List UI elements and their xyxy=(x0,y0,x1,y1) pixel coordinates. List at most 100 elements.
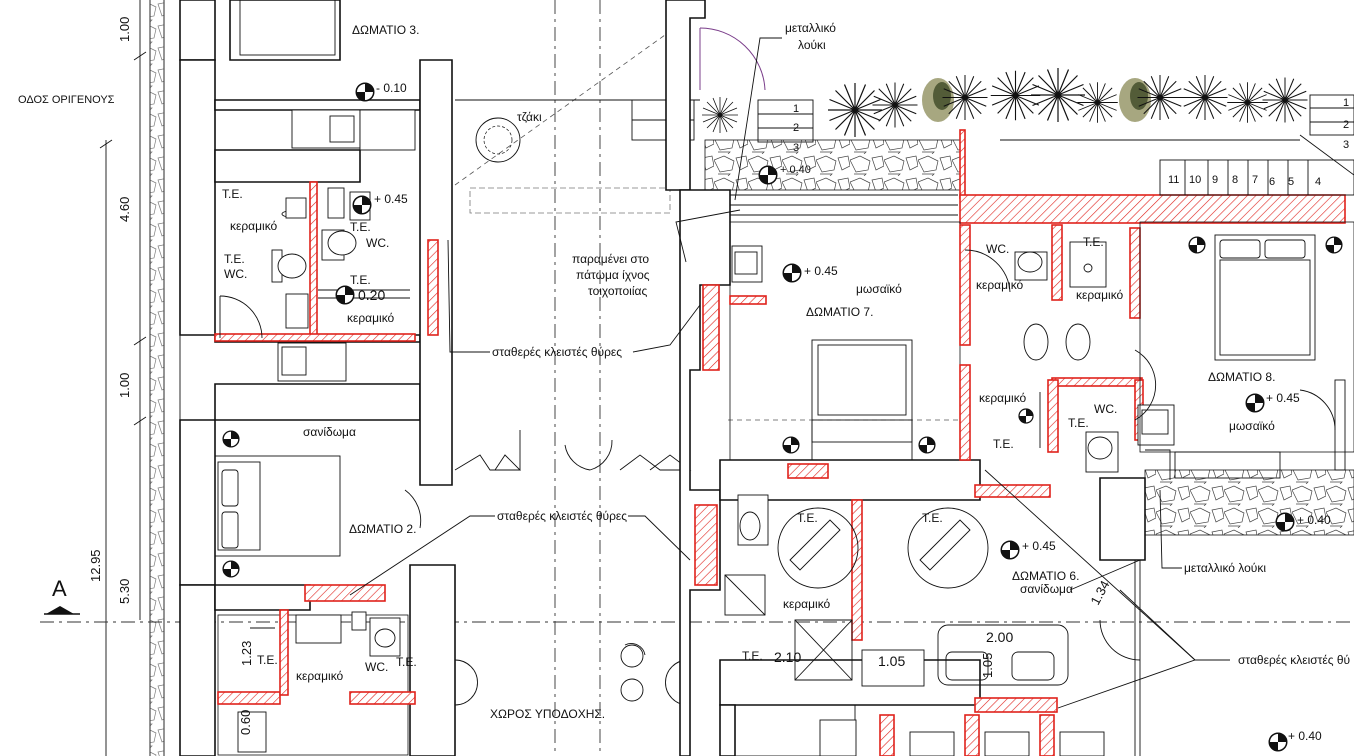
walls-center xyxy=(665,0,981,756)
section-label-a: A xyxy=(52,576,67,601)
room-6-floor-label: σανίδωμα xyxy=(1020,582,1073,596)
bath-ceramic-label-5: κεραμικό xyxy=(1076,288,1124,302)
wall-trace-note-3: τοιχοποιίας xyxy=(588,284,647,298)
patio-area xyxy=(454,9,701,214)
stairs-right xyxy=(1159,94,1354,196)
dim-te-2-10-te: Τ.Ε. xyxy=(742,649,763,663)
bath-te-label: Τ.Ε. xyxy=(222,187,243,201)
bath-te-label-6: Τ.Ε. xyxy=(396,655,417,669)
stair-step: 11 xyxy=(1168,174,1179,186)
bath-wc-label-2: WC. xyxy=(224,267,247,281)
bath-te-label-9: Τ.Ε. xyxy=(993,437,1014,451)
stair-step: 1 xyxy=(793,103,799,115)
wall-trace-note-2: πάτωμα ίχνος xyxy=(576,268,650,282)
bath-te-label-2: Τ.Ε. xyxy=(350,220,371,234)
room-6-ceramic-label: κεραμικό xyxy=(783,597,831,611)
room-2-floor-label: σανίδωμα xyxy=(303,425,356,439)
reception-arches xyxy=(454,643,689,706)
stair-step: 6 xyxy=(1269,176,1275,188)
room-8-floor-label: μωσαϊκό xyxy=(1229,419,1275,433)
bath-te-label-5: Τ.Ε. xyxy=(257,653,278,667)
level-marker xyxy=(782,263,802,283)
fixed-doors-label-3: σταθερές κλειστές θύ xyxy=(1238,653,1350,667)
level-045-room8: + 0.45 xyxy=(1266,391,1300,405)
dim-2-10: 2.10 xyxy=(774,649,801,665)
level-040-c: + 0.40 xyxy=(1288,729,1322,743)
level-045-room7: + 0.45 xyxy=(804,264,838,278)
bath-wc-label: WC. xyxy=(366,236,389,250)
bath-ceramic-label-3: κεραμικό xyxy=(296,669,344,683)
metal-gutter-label-full: μεταλλικό λούκι xyxy=(1184,561,1266,575)
stair-step: 4 xyxy=(1315,176,1321,188)
stair-step: 2 xyxy=(793,122,799,134)
bath-wc-label-3: WC. xyxy=(365,660,388,674)
level-marker xyxy=(1000,540,1020,560)
room-2-furniture xyxy=(214,430,422,602)
room-7-floor-label: μωσαϊκό xyxy=(856,282,902,296)
bath-ceramic-label-6: κεραμικό xyxy=(979,391,1027,405)
section-marker-a xyxy=(40,606,1354,623)
level-045-bath: + 0.45 xyxy=(374,192,408,206)
dim-4-60: 4.60 xyxy=(117,197,132,222)
dim-5-30: 5.30 xyxy=(117,579,132,604)
level-040-b: + 0.40 xyxy=(1297,513,1331,527)
stair-step: 1 xyxy=(1343,97,1349,109)
stair-step: 8 xyxy=(1232,174,1238,186)
level-marker xyxy=(355,82,375,102)
bath-wc-label-5: WC. xyxy=(1094,402,1117,416)
dim-12-95: 12.95 xyxy=(88,549,103,582)
level-marker xyxy=(335,285,355,305)
room-6-label: ΔΩΜΑΤΙΟ 6. xyxy=(1012,569,1079,583)
level-020: 0.20 xyxy=(358,287,385,303)
stairs-left xyxy=(757,99,814,143)
bath-te-label-4: Τ.Ε. xyxy=(350,273,371,287)
street-edge xyxy=(149,0,181,756)
stair-step: 7 xyxy=(1252,174,1258,186)
central-fixed-doors xyxy=(454,430,692,471)
level-marker xyxy=(758,165,778,185)
room-8 xyxy=(1139,221,1354,536)
dim-1-05-v: 1.05 xyxy=(980,653,995,678)
fixed-doors-label-2: σταθερές κλειστές θύρες xyxy=(497,509,627,523)
room-7 xyxy=(702,221,971,479)
metal-gutter-label: μεταλλικό xyxy=(785,21,836,35)
bathroom-left-bottom xyxy=(217,609,416,756)
room-3-label: ΔΩΜΑΤΙΟ 3. xyxy=(352,23,419,37)
reception-label: ΧΩΡΟΣ ΥΠΟΔΟΧΗΣ. xyxy=(490,707,605,721)
level-040-a: + 0.40 xyxy=(780,164,811,176)
stair-step: 3 xyxy=(793,142,799,154)
level-marker xyxy=(1268,732,1288,752)
room-7-label: ΔΩΜΑΤΙΟ 7. xyxy=(806,305,873,319)
dim-1-00-mid: 1.00 xyxy=(117,373,132,398)
stair-step: 10 xyxy=(1189,174,1201,186)
level-marker xyxy=(1245,393,1265,413)
stair-step: 2 xyxy=(1343,119,1349,131)
bottom-row xyxy=(734,704,1105,756)
level-m010: - 0.10 xyxy=(376,81,407,95)
dim-1-00-top: 1.00 xyxy=(117,17,132,42)
leader-lines xyxy=(349,37,1230,709)
level-marker xyxy=(1018,408,1034,424)
stair-step: 3 xyxy=(1343,139,1349,151)
dimension-chain-left xyxy=(99,0,147,756)
bath-ceramic-label-2: κεραμικό xyxy=(347,311,395,325)
planter-strip xyxy=(701,67,1346,224)
stair-step: 5 xyxy=(1288,176,1294,188)
kitchenette-top xyxy=(277,109,416,382)
room-2-label: ΔΩΜΑΤΙΟ 2. xyxy=(349,522,416,536)
dim-2-00: 2.00 xyxy=(986,629,1013,645)
dim-0-60: 0.60 xyxy=(238,710,253,735)
fireplace-label: τζάκι xyxy=(517,110,542,124)
room-6-te-label-2: Τ.Ε. xyxy=(922,511,943,525)
wall-trace-note-1: παραμένει στο xyxy=(572,252,649,266)
dim-1-05-h: 1.05 xyxy=(878,653,905,669)
bath-wc-label-4: WC. xyxy=(986,242,1009,256)
room-8-label: ΔΩΜΑΤΙΟ 8. xyxy=(1208,370,1275,384)
bath-ceramic-label: κεραμικό xyxy=(230,219,278,233)
dim-1-23: 1.23 xyxy=(239,641,254,666)
bath-te-label-7: Τ.Ε. xyxy=(1083,235,1104,249)
metal-gutter-label-2: λούκι xyxy=(798,38,826,52)
level-marker xyxy=(352,195,372,215)
street-name: ΟΔΟΣ ΟΡΙΓΕΝΟΥΣ xyxy=(18,94,115,106)
